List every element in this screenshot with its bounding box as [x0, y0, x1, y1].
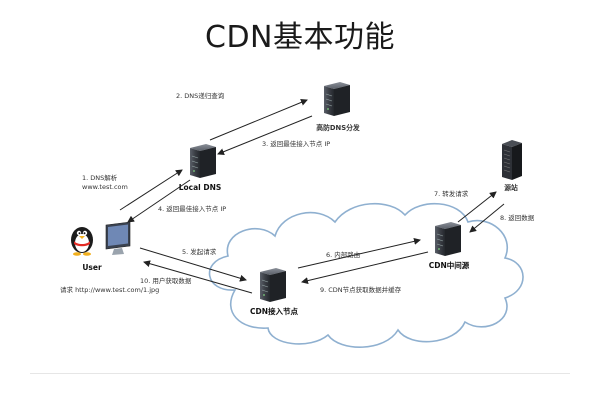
origin-label: 源站: [504, 183, 518, 192]
cdn-cloud: [208, 202, 524, 348]
page-title: CDN基本功能: [205, 20, 395, 55]
origin-server-icon: [502, 140, 522, 180]
step-7-label: 7. 转发请求: [434, 189, 469, 198]
arrow-return-best-ip-4: [127, 179, 191, 223]
step-8-label: 8. 返回数据: [500, 213, 535, 222]
arrow-dns-recursive-query: [209, 99, 308, 141]
user-monitor-icon: [105, 221, 131, 255]
cdn-edge-label: CDN接入节点: [250, 306, 299, 316]
bottom-divider: [30, 373, 570, 374]
global-dns-server-icon: [323, 81, 351, 117]
local-dns-label: Local DNS: [179, 183, 222, 192]
user-label: User: [82, 263, 102, 272]
arrow-node-cache: [301, 251, 429, 285]
step-4-label: 4. 返回最佳接入节点 IP: [158, 204, 226, 213]
cdn-mid-server-icon: [434, 221, 462, 257]
global-dns-label: 高防DNS分发: [316, 123, 360, 132]
arrow-return-data: [469, 203, 505, 233]
step-6-label: 6. 内部路由: [326, 250, 360, 259]
cdn-edge-server-icon: [259, 267, 287, 303]
cdn-mid-label: CDN中间源: [429, 260, 470, 270]
arrow-internal-routing: [297, 237, 421, 269]
step-2-label: 2. DNS递归查询: [176, 91, 225, 100]
step-1-label: 1. DNS解析: [82, 173, 118, 182]
step-3-label: 3. 返回最佳接入节点 IP: [262, 139, 330, 148]
step-9-label: 9. CDN节点获取数据并缓存: [320, 285, 402, 294]
arrow-forward-request: [457, 191, 497, 223]
user-penguin-icon: [71, 227, 93, 256]
arrow-dns-resolve: [119, 169, 183, 211]
step-5-label: 5. 发起请求: [182, 247, 217, 256]
local-dns-server-icon: [189, 143, 217, 179]
user-request-text: 请求 http://www.test.com/1.jpg: [60, 285, 159, 294]
step-1-domain: www.test.com: [82, 183, 128, 191]
arrow-send-request: [139, 247, 247, 282]
step-10-label: 10. 用户获取数据: [140, 276, 192, 285]
arrow-user-get-data: [143, 260, 253, 294]
arrow-return-best-ip-3: [217, 115, 313, 155]
